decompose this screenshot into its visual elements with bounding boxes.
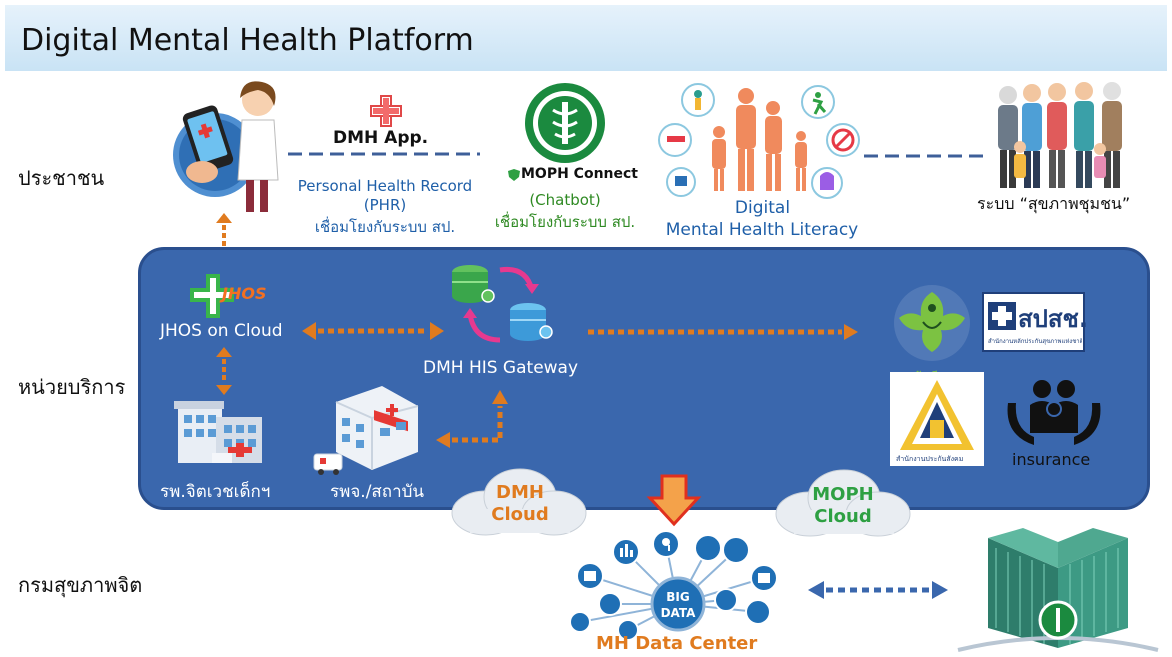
page-title: Digital Mental Health Platform [21,23,474,58]
phr-label-3: เชื่อมโยงกับระบบ สป. [314,218,456,236]
nhso-subtitle: สำนักงานหลักประกันสุขภาพแห่งชาติ [988,338,1082,345]
database-sync-icon [452,265,553,343]
jhos-label: JHOS on Cloud [160,321,283,341]
row-label-service: หน่วยบริการ [18,375,126,399]
orange-double-arrow-horizontal [302,322,444,340]
dmh-cloud-label-1: DMH [496,482,544,503]
phr-label-1: Personal Health Record [297,177,473,195]
moph-cloud-label-1: MOPH [812,484,874,505]
literacy-label-1: Digital [734,198,791,218]
dashed-connector [288,152,480,156]
moph-cloud-icon [775,469,911,537]
orange-down-arrow [646,474,702,527]
red-cross-icon [370,95,402,127]
hospital-building-icon [174,401,262,463]
hospital-child-label: รพ.จิตเวชเด็กฯ [160,482,271,502]
gateway-label: DMH HIS Gateway [423,358,579,378]
nhso-cross-icon [988,302,1016,330]
hospital-other-label: รพจ./สถาบัน [330,482,425,502]
phr-label-2: (PHR) [363,196,407,214]
row-label-citizen: ประชาชน [18,166,105,190]
orange-double-arrow-vertical-2 [216,347,232,395]
chatbot-label: (Chatbot) [529,191,601,209]
cgd-garuda-logo [894,285,970,361]
moph-connect-label: MOPH Connect [521,166,638,182]
moph-seal-icon [525,83,605,163]
big-data-label-1: BIG [666,590,690,604]
jhos-logo-text: JHOS [222,284,267,303]
orange-elbow-arrow [436,390,508,448]
datacenter-label: MH Data Center [596,633,758,654]
big-data-label-2: DATA [660,606,696,620]
hospital-ambulance-icon [313,386,419,475]
dashed-connector-right [864,154,984,158]
moph-cloud-label-2: Cloud [814,506,872,527]
chatbot-link-label: เชื่อมโยงกับระบบ สป. [494,213,636,231]
doctor-phone-icon [173,81,279,212]
family-icon [998,82,1122,188]
dmh-building-icon [957,528,1159,652]
nhso-logo-text: สปสช. [1018,305,1088,333]
community-label: ระบบ “สุขภาพชุมชน” [977,194,1131,213]
shield-icon [508,169,520,181]
row-label-department: กรมสุขภาพจิต [18,573,143,597]
insurance-family-icon [1007,380,1101,445]
dmh-cloud-icon [451,468,587,536]
service-panel [138,247,1150,510]
insurance-label: insurance [1012,450,1091,469]
sso-text: สำนักงานประกันสังคม [896,455,964,463]
jhos-logo-icon [190,274,234,318]
health-literacy-icon [658,83,860,199]
dmh-app-label: DMH App. [333,128,429,148]
big-data-network-icon [569,530,778,641]
title-bar: Digital Mental Health Platform [5,5,1167,71]
sso-triangle-logo [890,372,984,466]
orange-arrow-right [588,324,858,340]
dmh-cloud-label-2: Cloud [491,504,549,525]
literacy-label-2: Mental Health Literacy [665,220,859,240]
blue-double-arrow [808,581,948,599]
